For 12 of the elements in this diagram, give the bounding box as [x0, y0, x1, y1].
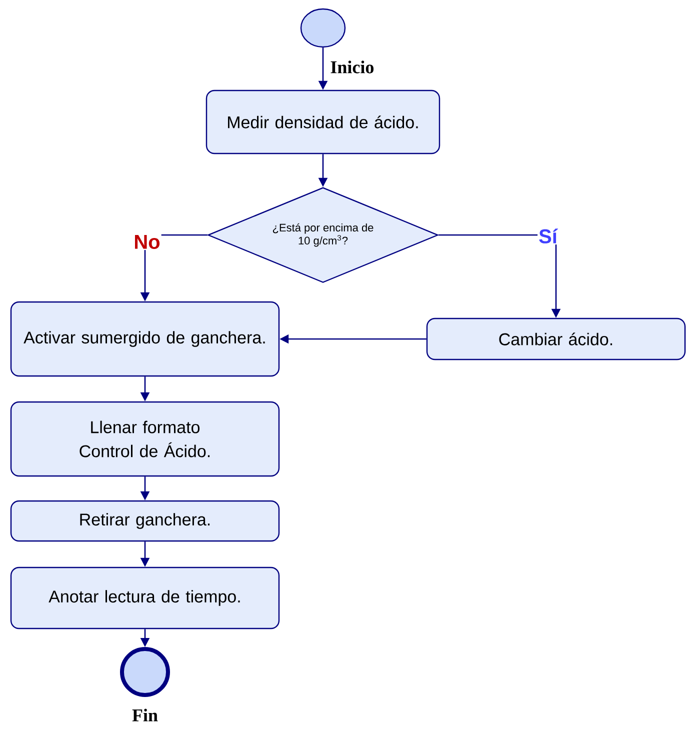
process-box: Anotar lectura de tiempo. [10, 566, 280, 630]
process-box: Llenar formato Control de Ácido. [10, 401, 280, 477]
process-box: Medir densidad de ácido. [206, 90, 440, 154]
process-box: Retirar ganchera. [10, 500, 280, 542]
node-caption: Fin [132, 708, 158, 722]
edge-label: Sí [538, 228, 558, 244]
edge-label: No [132, 234, 162, 250]
start-circle [300, 8, 346, 48]
node-caption: Inicio [330, 60, 374, 74]
process-box: Activar sumergido de ganchera. [10, 301, 280, 377]
end-circle [120, 647, 170, 697]
process-box: Cambiar ácido. [426, 318, 686, 360]
